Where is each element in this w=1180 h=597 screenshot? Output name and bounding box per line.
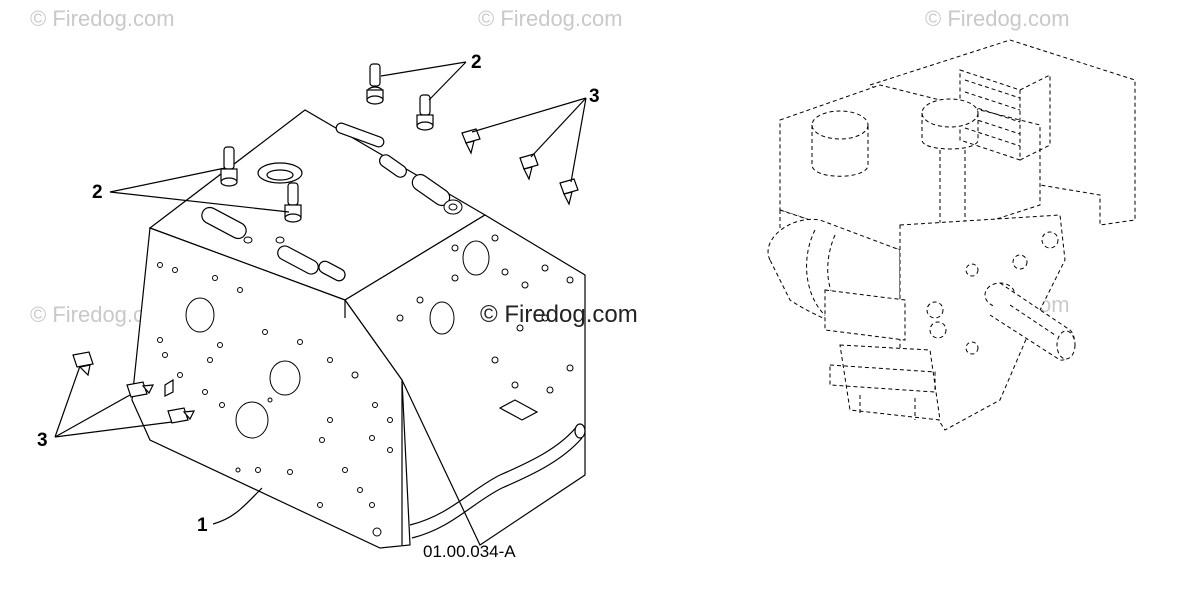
side-plate-small-holes	[396, 234, 574, 394]
bolt-2a	[366, 63, 384, 105]
screw-3a	[461, 128, 481, 155]
frame-assembly	[131, 109, 586, 549]
screw-3e	[126, 381, 155, 398]
screw-3d	[72, 351, 94, 377]
drawing-code: 01.00.034-A	[423, 542, 516, 561]
front-plate-small-holes	[157, 262, 393, 537]
screw-3f	[167, 407, 196, 424]
callout-3-left: 3	[37, 430, 48, 451]
bolt-2b	[416, 94, 434, 131]
watermark-top-center: © Firedog.com	[478, 6, 623, 31]
bolt-group-2	[220, 63, 434, 223]
callout-1: 1	[197, 515, 208, 536]
bolt-2d	[284, 182, 302, 223]
screw-3b	[519, 153, 539, 181]
bolt-2c	[220, 146, 238, 187]
engine-reference-drawing	[767, 39, 1136, 431]
screw-3c	[559, 178, 579, 206]
screw-group-3	[72, 128, 579, 424]
leader-lines	[54, 61, 587, 525]
watermark-center: © Firedog.com	[480, 301, 638, 328]
watermark-top-left: © Firedog.com	[30, 6, 175, 31]
callout-2-left: 2	[92, 182, 103, 203]
callout-2-top: 2	[471, 52, 482, 73]
callout-3-right: 3	[589, 86, 600, 107]
watermark-top-right: © Firedog.com	[925, 6, 1070, 31]
